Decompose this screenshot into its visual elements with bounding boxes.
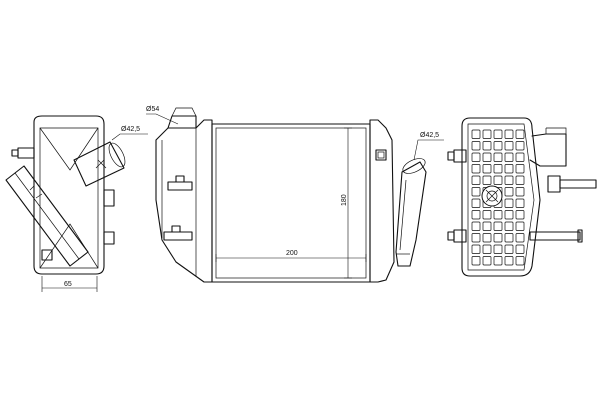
rib-cell xyxy=(504,129,514,139)
rib-cell xyxy=(471,164,481,174)
rib-cell xyxy=(482,152,492,162)
rib-cell xyxy=(504,233,514,243)
rib-cell xyxy=(471,233,481,243)
rib-cell xyxy=(504,256,514,266)
rib-cell xyxy=(493,210,503,220)
core-width-dimension: 200 xyxy=(286,250,298,257)
rib-cell xyxy=(493,233,503,243)
rib-cell xyxy=(493,175,503,185)
rib-cell xyxy=(493,141,503,151)
rib-grid xyxy=(471,129,525,266)
rib-cell xyxy=(482,233,492,243)
left-side-view: 65 Ø42,5 xyxy=(5,115,148,292)
rib-cell xyxy=(515,175,525,185)
left-width-dimension: 65 xyxy=(64,281,72,288)
rib-cell xyxy=(504,187,514,197)
rib-cell xyxy=(504,198,514,208)
rib-cell xyxy=(504,152,514,162)
rib-cell xyxy=(515,210,525,220)
center-front-view: 200 180 Ø54 Ø42,5 xyxy=(146,106,444,283)
right-side-view xyxy=(447,117,597,277)
rib-cell xyxy=(504,221,514,231)
rib-cell xyxy=(515,164,525,174)
rib-cell xyxy=(471,141,481,151)
rib-cell xyxy=(471,152,481,162)
rib-cell xyxy=(471,221,481,231)
rib-cell xyxy=(515,244,525,254)
rib-cell xyxy=(504,244,514,254)
rib-cell xyxy=(471,198,481,208)
rib-cell xyxy=(471,256,481,266)
rib-cell xyxy=(515,187,525,197)
rib-cell xyxy=(515,233,525,243)
left-outlet-diameter-label: Ø42,5 xyxy=(121,126,140,133)
rib-cell xyxy=(482,221,492,231)
core-height-dimension: 180 xyxy=(341,194,348,206)
rib-cell xyxy=(493,244,503,254)
rib-cell xyxy=(515,129,525,139)
rib-cell xyxy=(482,129,492,139)
rib-cell xyxy=(482,141,492,151)
rib-cell xyxy=(493,129,503,139)
rib-cell xyxy=(471,244,481,254)
rib-cell xyxy=(482,256,492,266)
rib-cell xyxy=(471,187,481,197)
right-outlet-diameter-label: Ø42,5 xyxy=(420,132,439,139)
rib-cell xyxy=(504,210,514,220)
rib-cell xyxy=(493,152,503,162)
rib-cell xyxy=(504,141,514,151)
rib-cell xyxy=(504,164,514,174)
rib-cell xyxy=(515,221,525,231)
rib-cell xyxy=(471,210,481,220)
rib-cell xyxy=(515,152,525,162)
left-inlet-diameter-label: Ø54 xyxy=(146,106,159,113)
rib-cell xyxy=(515,256,525,266)
rib-cell xyxy=(515,198,525,208)
rib-cell xyxy=(482,175,492,185)
rib-cell xyxy=(493,164,503,174)
rib-cell xyxy=(493,256,503,266)
rib-cell xyxy=(471,129,481,139)
rib-cell xyxy=(471,175,481,185)
rib-cell xyxy=(515,141,525,151)
rib-cell xyxy=(482,164,492,174)
rib-cell xyxy=(482,210,492,220)
rib-cell xyxy=(493,221,503,231)
rib-cell xyxy=(504,175,514,185)
rib-cell xyxy=(482,244,492,254)
